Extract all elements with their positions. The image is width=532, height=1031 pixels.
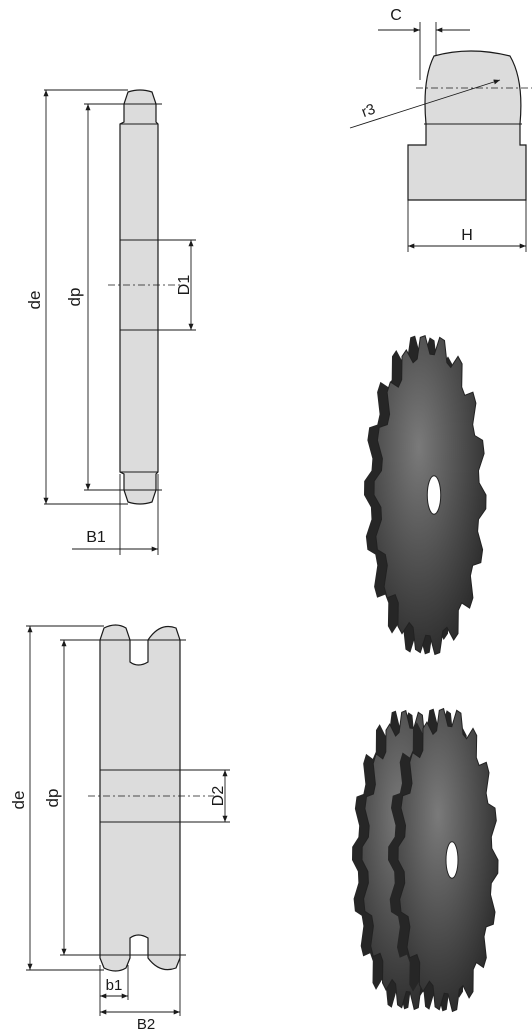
single-gear-bore-hole bbox=[426, 475, 442, 515]
d1-label: D1 bbox=[176, 275, 193, 296]
duplex-gear-front-bore-hole bbox=[445, 841, 459, 879]
tooth-profile-body bbox=[407, 50, 527, 201]
single-sprocket-section: de dp D1 B1 bbox=[25, 89, 196, 555]
duplex-dp-label: dp bbox=[43, 789, 62, 808]
dp-label: dp bbox=[65, 288, 84, 307]
duplex-sprocket-section: de dp D2 b1 B2 bbox=[9, 624, 230, 1031]
h-label: H bbox=[461, 227, 473, 244]
c-label: C bbox=[390, 7, 402, 24]
duplex-sprocket-render bbox=[352, 707, 499, 1013]
r3-leader bbox=[349, 79, 501, 129]
b2-label: B2 bbox=[137, 1016, 155, 1031]
single-sprocket-body bbox=[119, 89, 159, 505]
duplex-de-label: de bbox=[9, 791, 28, 810]
d2-label: D2 bbox=[210, 786, 227, 807]
small-b1-label: b1 bbox=[106, 977, 123, 994]
de-label: de bbox=[25, 291, 44, 310]
duplex-sprocket-body bbox=[99, 624, 181, 972]
r3-label: r3 bbox=[359, 101, 377, 122]
single-sprocket-render bbox=[364, 334, 487, 656]
b1-upper-label: B1 bbox=[86, 529, 106, 546]
tooth-profile-section: C r3 H bbox=[349, 7, 532, 252]
